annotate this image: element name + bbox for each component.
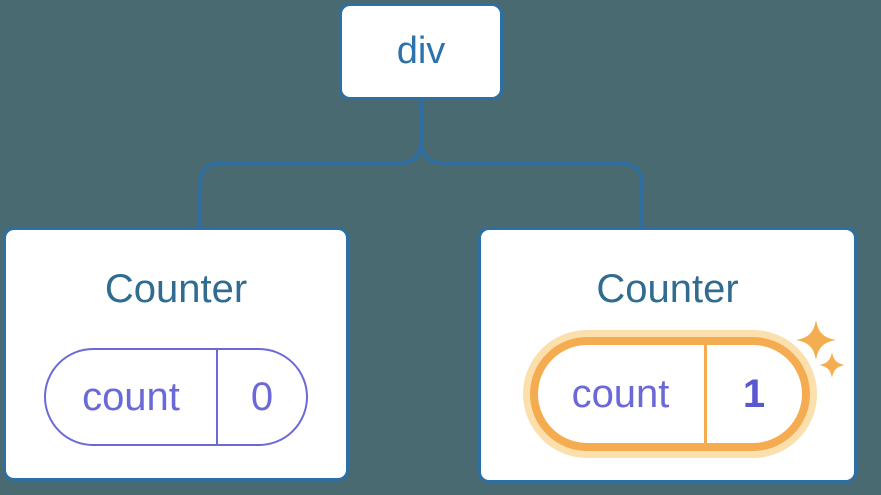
root-node-div: div [339,3,503,100]
component-card-counter-left: Counter count 0 [3,227,349,481]
sparkle-icon-large [796,320,836,360]
component-card-counter-right: Counter count 1 [478,227,857,483]
state-value: 0 [250,374,274,419]
component-title: Counter [104,267,248,311]
state-key: count [46,350,218,444]
state-pill-highlighted: count 1 [529,337,810,451]
state-value: 1 [742,371,766,416]
connector-root-to-right-child [419,100,644,229]
state-key: count [538,345,707,443]
state-pill: count 0 [44,348,308,446]
component-title: Counter [596,267,739,311]
sparkle-icon-small [819,352,845,378]
connector-root-to-left-child [198,100,423,229]
root-node-label: div [396,30,446,72]
